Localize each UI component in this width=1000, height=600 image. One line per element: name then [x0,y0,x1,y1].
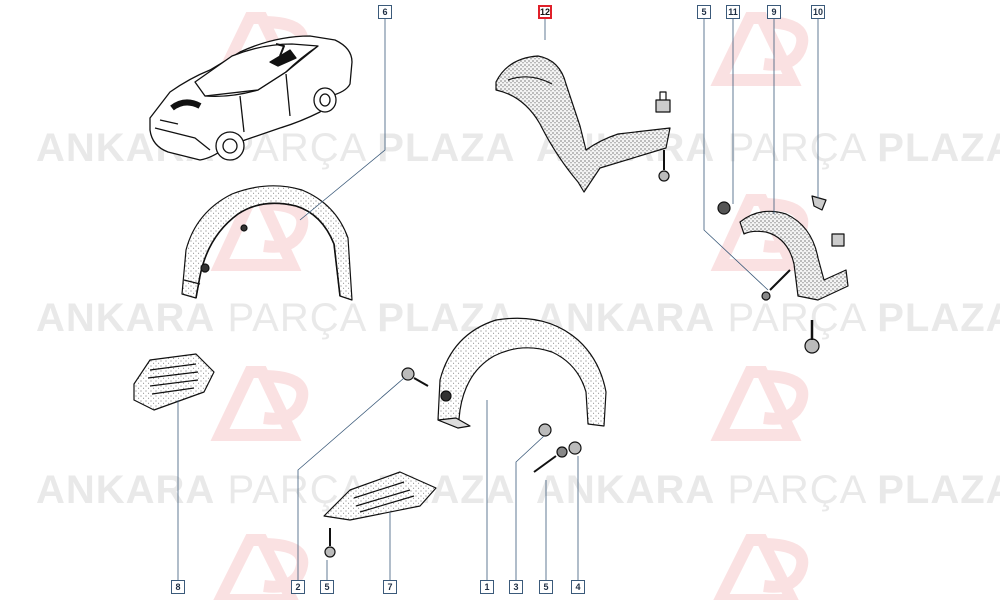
callout-8[interactable]: 8 [171,580,185,594]
callout-9[interactable]: 9 [767,5,781,19]
part-6-arch-liner [181,185,353,301]
watermark-logo [213,534,309,600]
callout-2[interactable]: 2 [291,580,305,594]
callout-1[interactable]: 1 [480,580,494,594]
callout-3[interactable]: 3 [509,580,523,594]
part-9-liner [717,195,849,354]
watermark-logo [713,534,809,600]
part-8-grille [133,353,215,411]
watermark-logo [710,12,809,86]
watermark-logo [710,366,809,441]
callout-4[interactable]: 4 [571,580,585,594]
leader-lines [177,19,819,587]
callout-11[interactable]: 11 [726,5,740,19]
callout-5[interactable]: 5 [320,580,334,594]
callout-6[interactable]: 6 [378,5,392,19]
callout-5[interactable]: 5 [539,580,553,594]
part-7-grille [323,471,437,558]
callout-7[interactable]: 7 [383,580,397,594]
part-1-arch-liner [401,317,607,473]
callout-10[interactable]: 10 [811,5,825,19]
callout-5[interactable]: 5 [697,5,711,19]
part-12-shield [495,55,671,193]
car-illustration [149,35,353,161]
watermark-logo [210,366,309,441]
callout-12[interactable]: 12 [538,5,552,19]
